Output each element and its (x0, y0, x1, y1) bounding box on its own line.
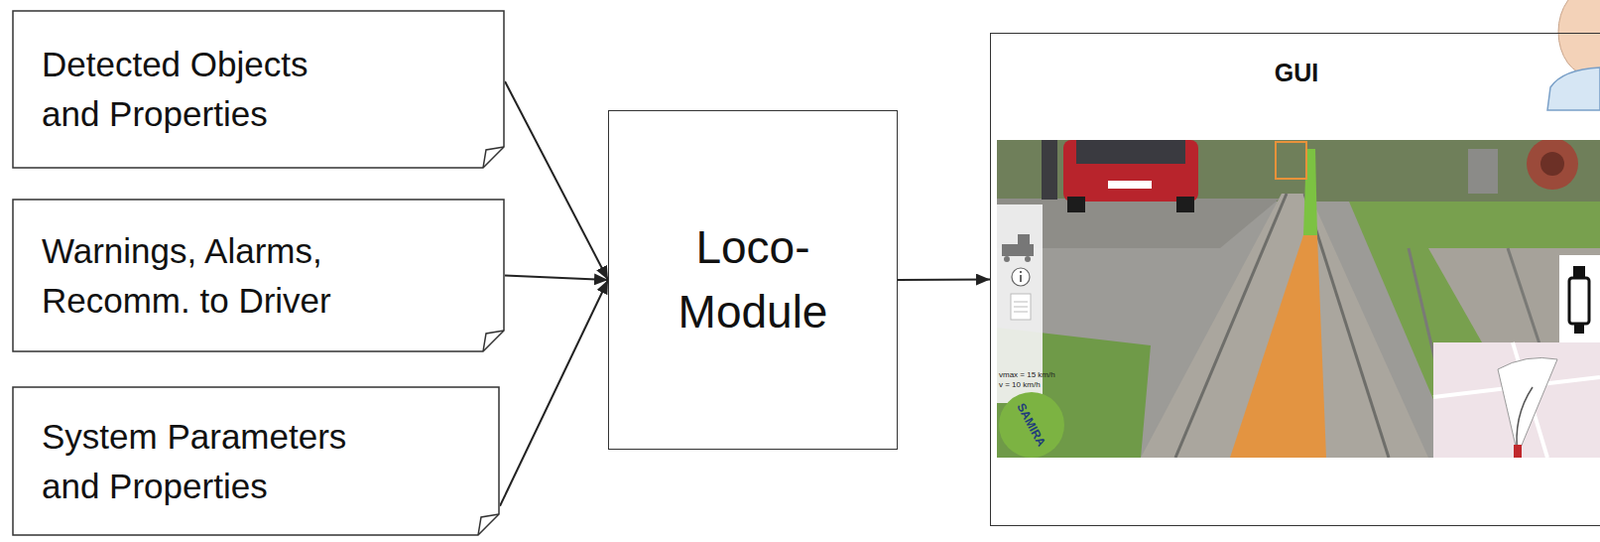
document-box: Detected Objects and Properties (11, 9, 505, 169)
box-label: Warnings, Alarms, Recomm. to Driver (41, 226, 407, 325)
document-box: System Parameters and Properties (11, 385, 500, 536)
box-label: Loco-Module (669, 215, 837, 346)
document-outline (11, 9, 505, 169)
process-box: Loco-Module (608, 110, 898, 450)
speed-readout: v = 10 km/h (998, 379, 1041, 389)
flow-arrow (499, 279, 609, 506)
document-outline (11, 385, 500, 536)
flow-arrow (504, 81, 609, 280)
box-label: Detected Objects and Properties (41, 39, 359, 138)
document-box: Warnings, Alarms, Recomm. to Driver (11, 198, 505, 353)
speed-readout: vmax = 15 km/h (998, 369, 1056, 379)
box-label: System Parameters and Properties (41, 411, 383, 510)
panel-title: GUI (990, 55, 1600, 92)
gui-panel: GUI (989, 32, 1600, 526)
flow-arrow (504, 275, 609, 281)
flow-arrow (897, 278, 990, 282)
document-outline (11, 198, 505, 353)
